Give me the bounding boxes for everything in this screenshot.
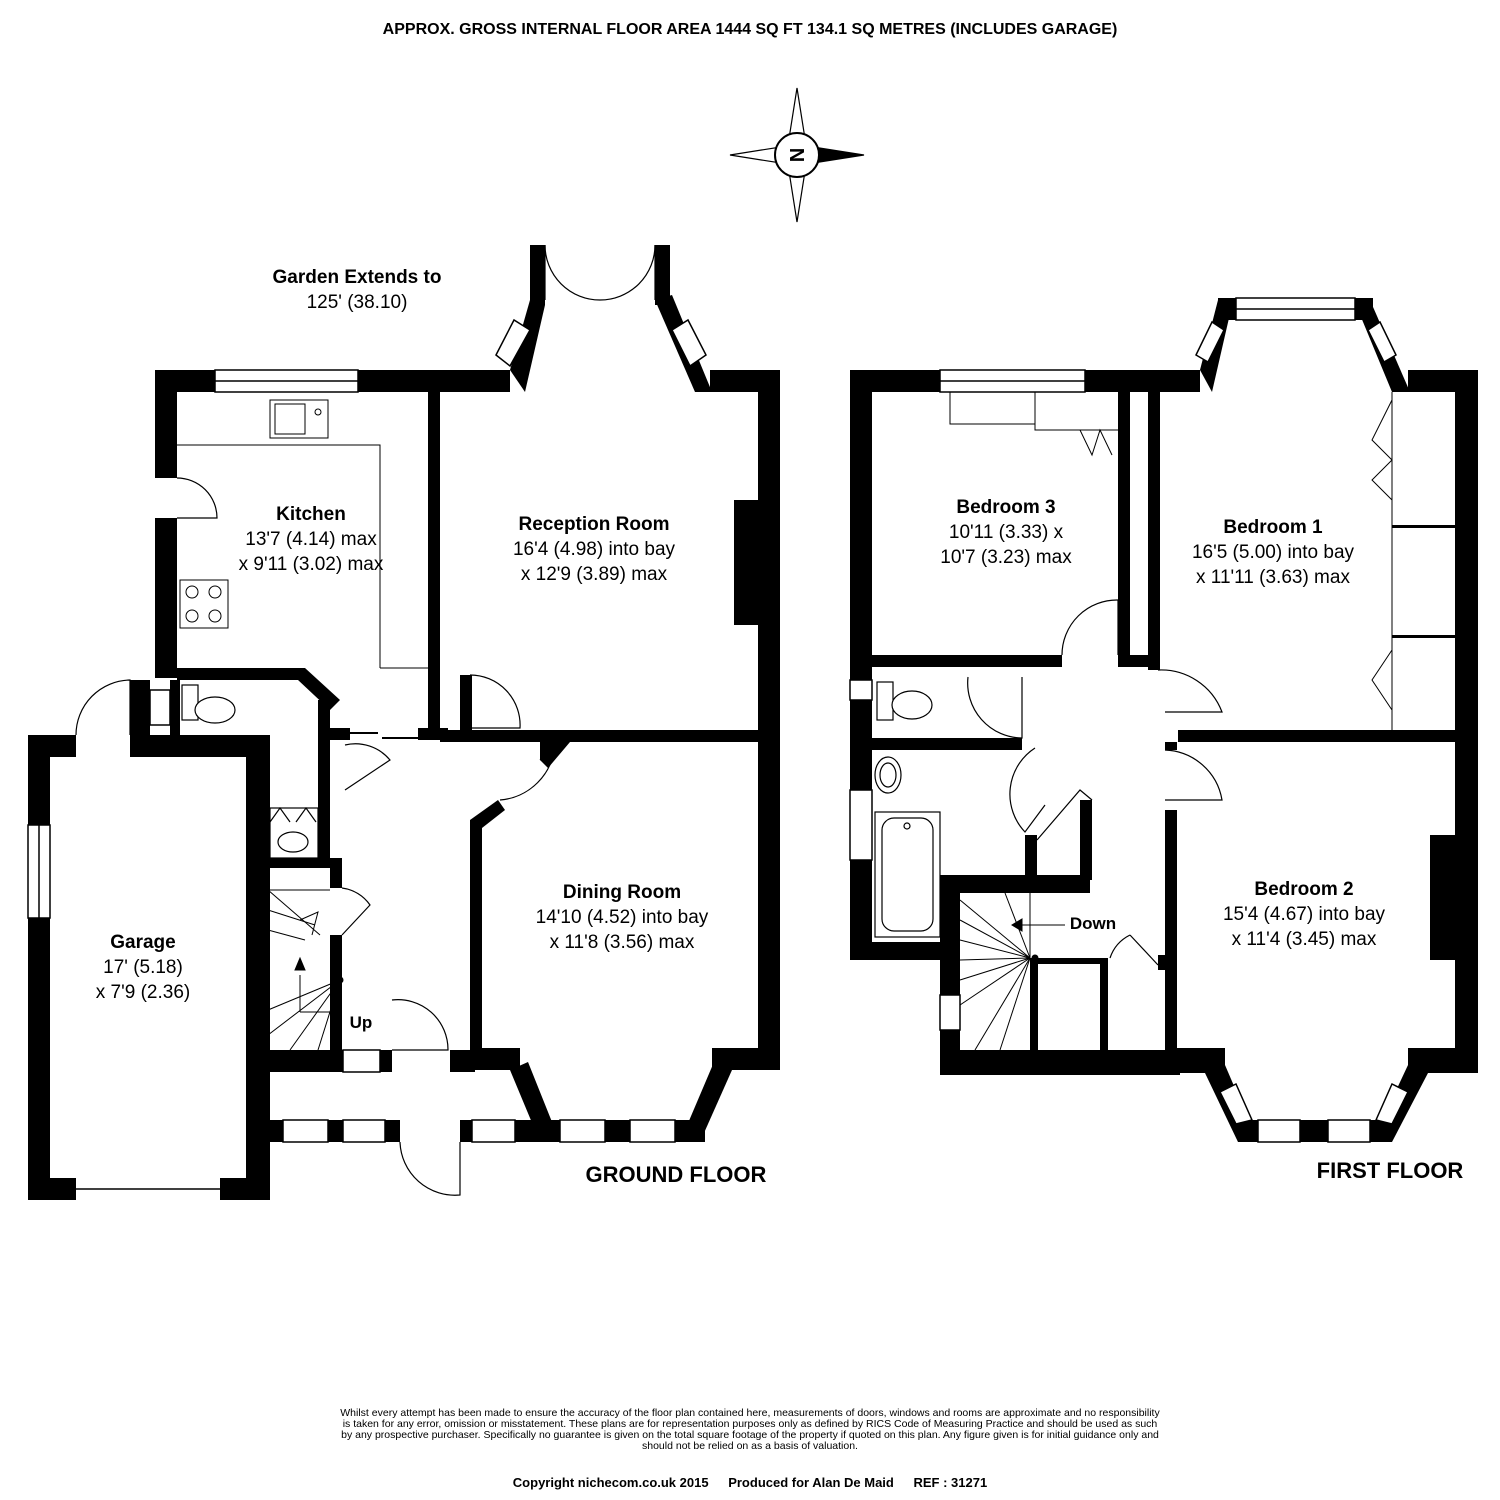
bathtub-icon <box>874 811 941 938</box>
room-dim-kitchen-2: x 9'11 (3.02) max <box>239 554 384 575</box>
compass-north-label: N <box>785 148 807 162</box>
room-dim-bedroom2-1: 15'4 (4.67) into bay <box>1223 904 1386 925</box>
room-name-kitchen: Kitchen <box>276 504 346 525</box>
first-stairs <box>959 892 1065 1051</box>
room-name-bedroom3: Bedroom 3 <box>956 497 1055 518</box>
page-title: APPROX. GROSS INTERNAL FLOOR AREA 1444 S… <box>383 21 1118 38</box>
room-dim-reception-2: x 12'9 (3.89) max <box>521 564 668 585</box>
produced-for-text: Produced for Alan De Maid <box>728 1475 894 1490</box>
room-name-bedroom1: Bedroom 1 <box>1223 517 1323 538</box>
room-name-bedroom2: Bedroom 2 <box>1254 879 1353 900</box>
kitchen-sliding-door <box>345 732 418 739</box>
ground-room-labels: Kitchen 13'7 (4.14) max x 9'11 (3.02) ma… <box>96 504 767 1187</box>
room-name-garage: Garage <box>110 932 175 953</box>
kitchen-fittings <box>177 399 428 669</box>
first-floor-doors <box>967 599 1223 966</box>
room-dim-bedroom1-2: x 11'11 (3.63) max <box>1196 567 1350 588</box>
reference-number: REF : 31271 <box>913 1475 988 1490</box>
room-dim-garage-2: x 7'9 (2.36) <box>96 982 190 1003</box>
room-dim-bedroom3-1: 10'11 (3.33) x <box>949 522 1064 543</box>
garden-label: Garden Extends to <box>273 267 442 288</box>
room-dim-bedroom2-2: x 11'4 (3.45) max <box>1232 929 1377 950</box>
first-floor-label: FIRST FLOOR <box>1317 1158 1464 1183</box>
ground-stairs <box>267 889 344 1051</box>
first-room-labels: Bedroom 3 10'11 (3.33) x 10'7 (3.23) max… <box>940 497 1463 1183</box>
first-floor-windows <box>849 297 1410 1143</box>
bedroom1-wardrobe-doors <box>1371 392 1393 730</box>
compass-rose-icon: N <box>729 87 865 223</box>
garden-size: 125' (38.10) <box>307 292 408 313</box>
ground-floor-label: GROUND FLOOR <box>586 1162 767 1187</box>
reception-bay-windows <box>495 318 707 368</box>
room-dim-bedroom3-2: 10'7 (3.23) max <box>940 547 1072 568</box>
bedroom3-wardrobe <box>949 391 1118 457</box>
room-name-reception: Reception Room <box>519 514 670 535</box>
stairs-down-label: Down <box>1070 914 1116 933</box>
room-dim-reception-1: 16'4 (4.98) into bay <box>513 539 676 560</box>
footer-credits: Copyright nichecom.co.uk 2015 Produced f… <box>340 1475 1160 1490</box>
bathroom-basin-icon <box>874 756 902 794</box>
ground-wc-icon <box>181 684 236 724</box>
ground-floor-windows <box>27 369 676 1190</box>
reception-french-doors <box>544 244 656 301</box>
kitchen-back-door <box>176 477 218 519</box>
ground-hall-doors <box>75 674 556 1196</box>
room-dim-kitchen-1: 13'7 (4.14) max <box>245 529 377 550</box>
room-name-dining: Dining Room <box>563 882 681 903</box>
room-dim-garage-1: 17' (5.18) <box>103 957 183 978</box>
first-wc-icon <box>876 681 933 721</box>
disclaimer-text: Whilst every attempt has been made to en… <box>340 1407 1160 1452</box>
copyright-text: Copyright nichecom.co.uk 2015 <box>512 1475 709 1490</box>
ground-floor-walls <box>28 245 780 1200</box>
ground-basin-icon <box>269 806 319 859</box>
room-dim-dining-2: x 11'8 (3.56) max <box>550 932 695 953</box>
room-dim-dining-1: 14'10 (4.52) into bay <box>536 907 709 928</box>
room-dim-bedroom1-1: 16'5 (5.00) into bay <box>1192 542 1355 563</box>
stairs-up-label: Up <box>350 1013 373 1032</box>
